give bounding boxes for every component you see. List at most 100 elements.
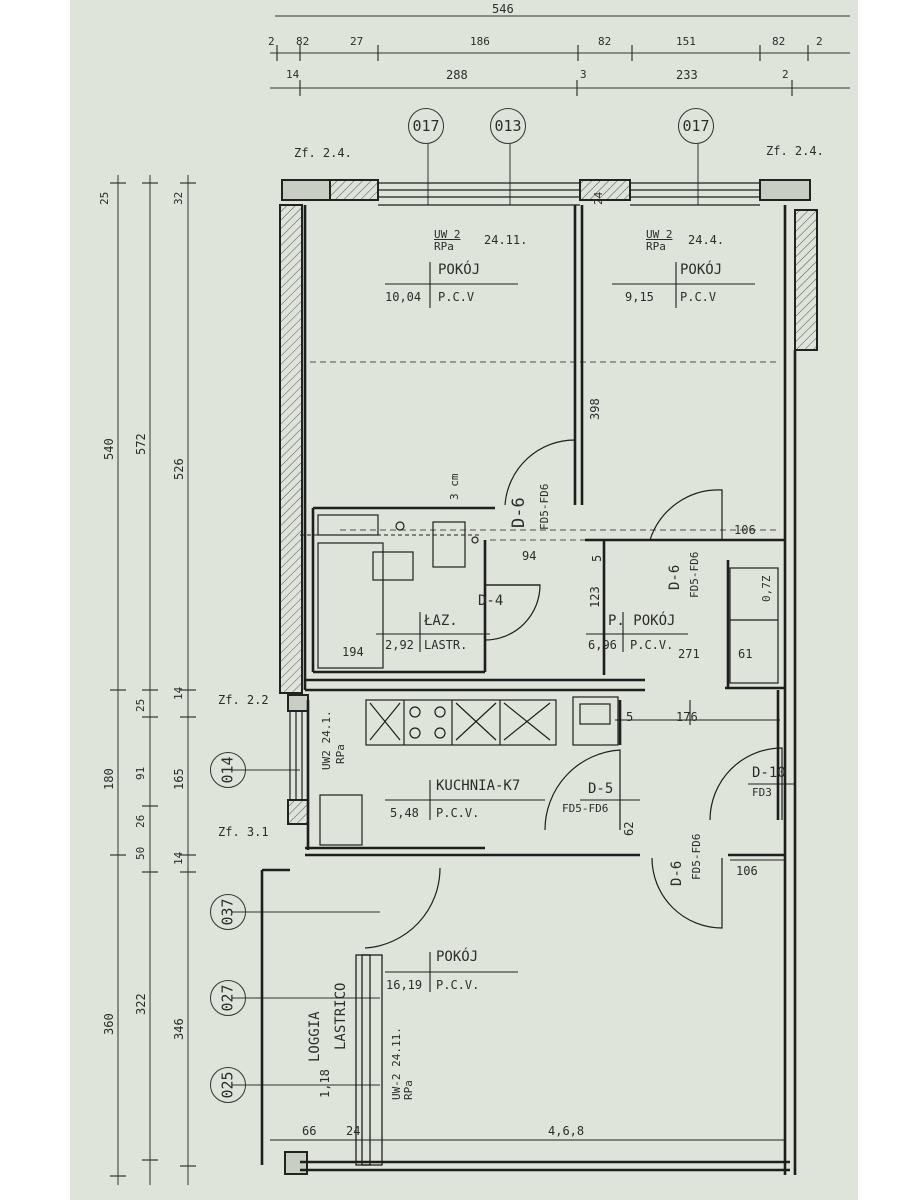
dim-r1-6: 82 (772, 35, 786, 48)
wall-top-mid-hatched (329, 179, 379, 201)
left-dim-ticks (110, 182, 196, 1177)
dim-176: 176 (676, 710, 698, 724)
dim-572: 572 (134, 433, 148, 455)
hall-wardrobe (729, 567, 779, 684)
loggia-name: LOGGIA (307, 1011, 323, 1062)
door-d10: D-10 (752, 765, 786, 781)
dim-14b: 14 (172, 851, 185, 865)
dim-194: 194 (342, 645, 364, 659)
room1-code2: RPa (434, 240, 454, 253)
wall-right-hatched (794, 209, 818, 351)
axis-lines (310, 361, 780, 541)
living-floor: P.C.V. (436, 978, 480, 992)
room1-area: 10,04 (385, 290, 422, 304)
bath-tub (317, 542, 384, 669)
dim-25a: 25 (98, 191, 111, 205)
top-dim-ticks (276, 45, 809, 96)
door-d6b-type: FD5-FD6 (688, 551, 701, 598)
door-d10-type: FD3 (752, 786, 772, 799)
dim-346: 346 (172, 1018, 186, 1040)
kitchen-counter (319, 696, 619, 846)
room1-floor: P.C.V (438, 290, 475, 304)
dim-24b: 24 (592, 191, 605, 205)
dim-r1-7: 2 (816, 35, 823, 48)
kitchen-area: 5,48 (390, 806, 419, 820)
dim-26: 26 (134, 814, 147, 828)
dim-25b: 25 (134, 698, 147, 712)
bath-name: ŁAZ. (424, 613, 458, 629)
door-d5-type: FD5-FD6 (562, 802, 609, 815)
door-d4-swing (484, 584, 541, 641)
window-tag-027: 027 (210, 980, 246, 1016)
window-tag-025: 025 (210, 1067, 246, 1103)
zf-top-right: Zf. 2.4. (766, 144, 824, 158)
dim-165: 165 (172, 768, 186, 790)
bath-area: 2,92 (385, 638, 414, 652)
dim-61: 61 (738, 647, 753, 661)
window-tag-017a: 017 (408, 108, 444, 144)
dim-106b: 106 (736, 864, 758, 878)
door-d6c-swing (651, 857, 723, 929)
kitchen-uw: UW2 24.1. (320, 710, 333, 770)
dim-526: 526 (172, 458, 186, 480)
door-d4: D-4 (478, 593, 504, 609)
dim-14a: 14 (172, 686, 185, 700)
dim-106a: 106 (734, 523, 756, 537)
room1-ref: 24.11. (484, 233, 528, 247)
bath-sink (372, 551, 414, 581)
hall-floor: P.C.V. (630, 638, 674, 652)
wardrobe-depth: 0,7Z (760, 575, 773, 603)
dim-271: 271 (678, 647, 700, 661)
zf-loggia: Zf. 3.1 (218, 825, 269, 839)
room1-code: UW 2 (434, 228, 461, 241)
loggia-uw-b: RPa (402, 1080, 415, 1100)
dim-50: 50 (134, 846, 147, 860)
room1-name: POKÓJ (438, 262, 481, 278)
dim-123: 123 (588, 586, 602, 608)
hall-name: P. POKÓJ (608, 613, 676, 629)
window-tag-017b: 017 (678, 108, 714, 144)
room2-code: UW 2 (646, 228, 673, 241)
zf-kitchen: Zf. 2.2 (218, 693, 269, 707)
dim-r2-4: 2 (782, 68, 789, 81)
dim-398: 398 (588, 398, 602, 420)
wall-note: 3 cm (448, 473, 461, 501)
dim-91: 91 (134, 766, 147, 780)
dim-r2-0: 14 (286, 68, 300, 81)
pillar-kitchen (287, 694, 309, 712)
door-d6b: D-6 (667, 564, 683, 590)
dim-r2-1: 288 (446, 68, 468, 82)
hall-area: 6,96 (588, 638, 617, 652)
dim-r1-0: 2 (268, 35, 275, 48)
dim-468: 4,6,8 (548, 1124, 585, 1138)
dim-r1-5: 151 (676, 35, 696, 48)
room2-code2: RPa (646, 240, 666, 253)
loggia-area: 1,18 (318, 1069, 332, 1098)
dim-r1-3: 186 (470, 35, 490, 48)
dim-5a: 5 (590, 554, 604, 562)
room2-name: POKÓJ (680, 262, 723, 278)
living-area: 16,19 (386, 978, 423, 992)
dim-360: 360 (102, 1013, 116, 1035)
window-tag-013: 013 (490, 108, 526, 144)
dim-total: 546 (492, 2, 514, 16)
dim-r1-4: 82 (598, 35, 612, 48)
wall-top-right-block (759, 179, 811, 201)
dim-540: 540 (102, 438, 116, 460)
kitchen-name: KUCHNIA-K7 (436, 778, 521, 794)
label-rules (376, 262, 795, 992)
dim-r2-2: 3 (580, 68, 587, 81)
dim-62: 62 (622, 821, 636, 836)
drawing-sheet (70, 0, 858, 1200)
zf-top-left: Zf. 2.4. (294, 146, 352, 160)
dim-180: 180 (102, 768, 116, 790)
door-d6c: D-6 (669, 860, 685, 886)
wall-left-hatched (279, 204, 303, 694)
bath-wc (432, 521, 466, 568)
kitchen-uw-b: RPa (334, 744, 347, 764)
door-d5: D-5 (588, 781, 614, 797)
door-d6c-type: FD5-FD6 (690, 833, 703, 880)
kitchen-stove (572, 696, 619, 746)
dim-94: 94 (522, 549, 537, 563)
